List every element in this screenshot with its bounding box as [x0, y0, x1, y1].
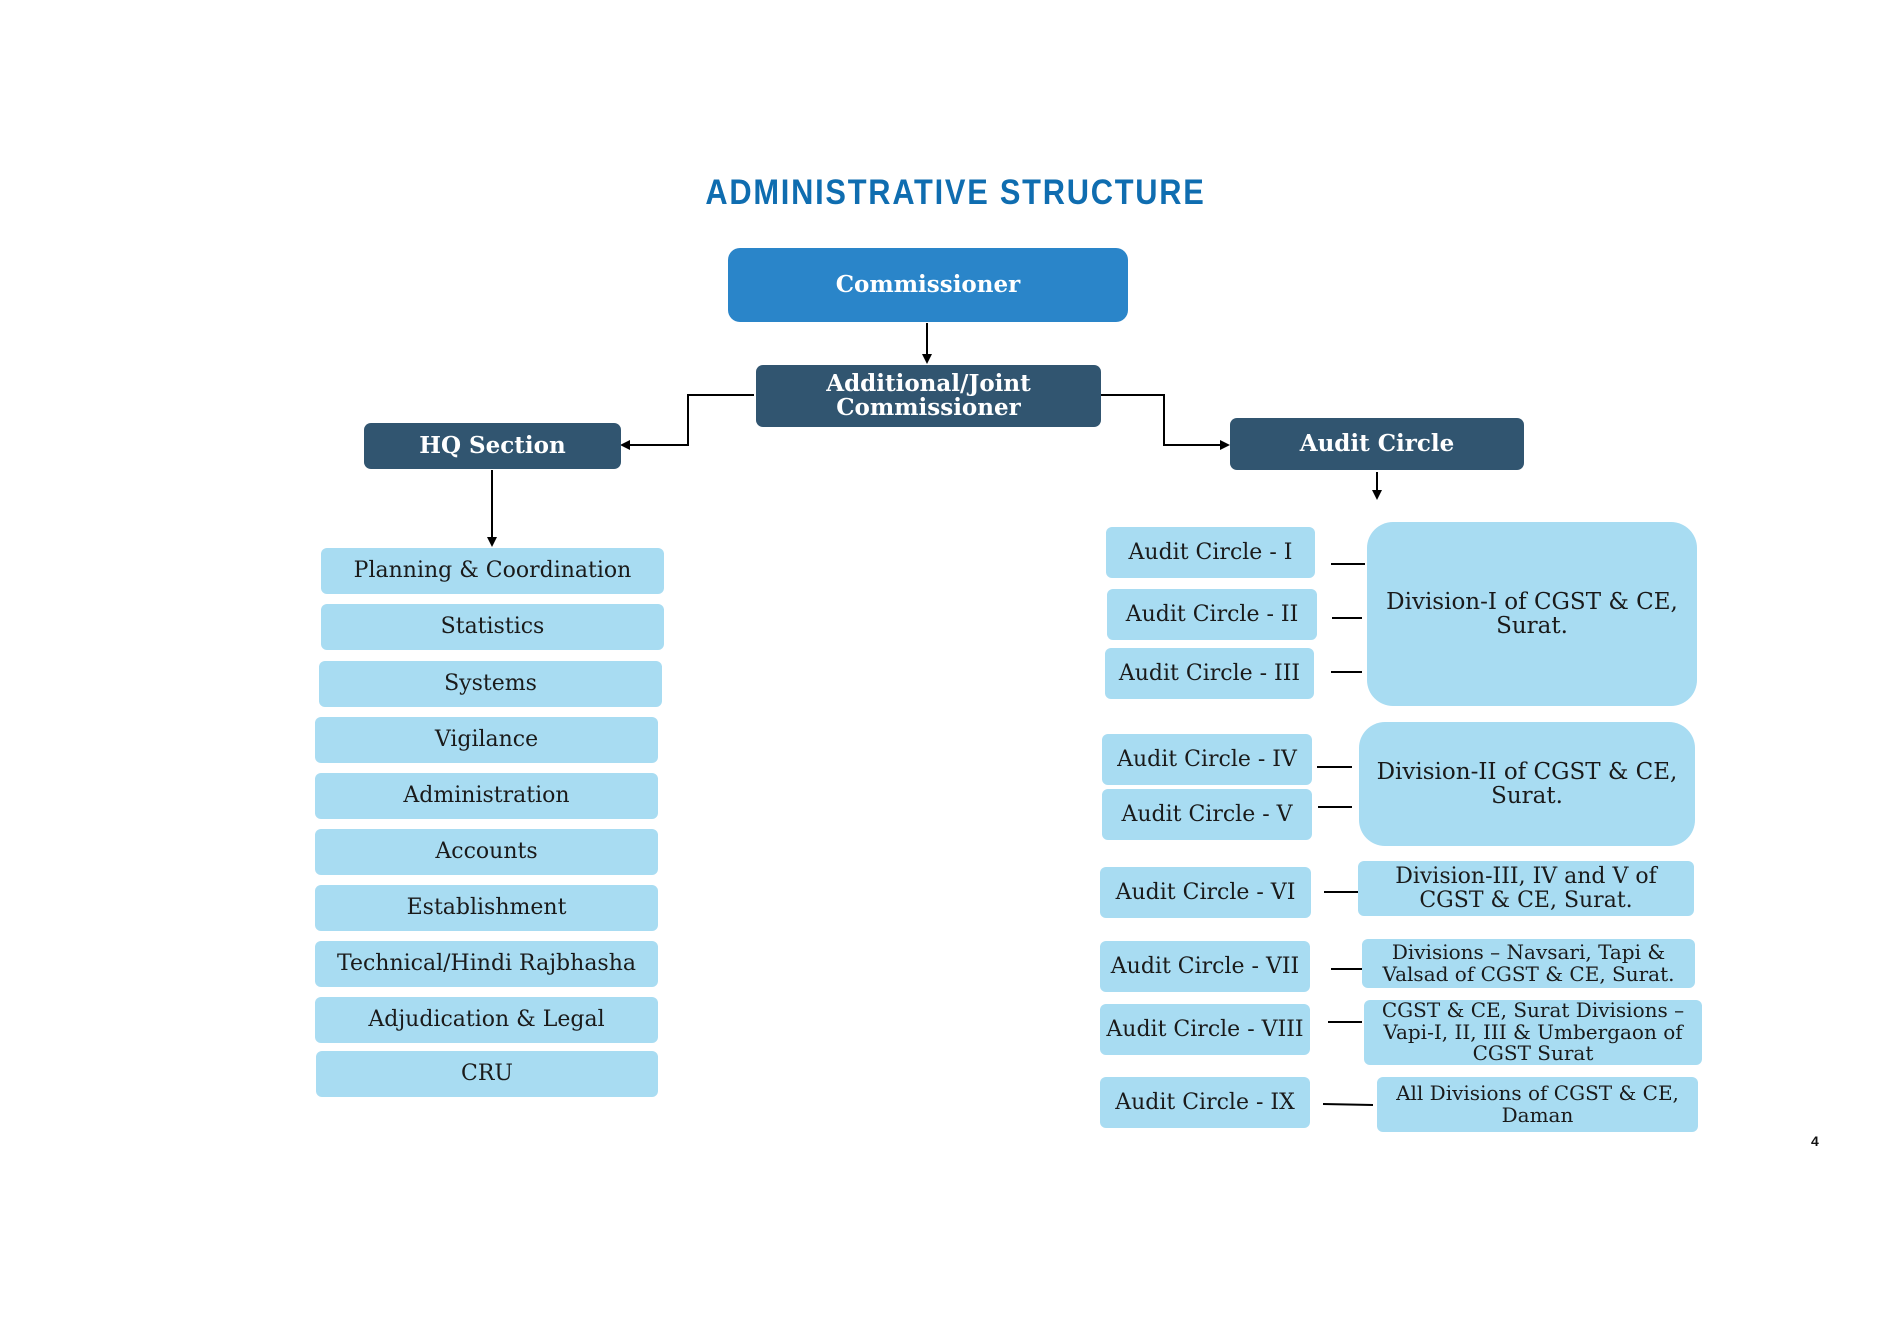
hq-item-vigilance: Vigilance	[315, 717, 658, 763]
audit-circle-head-box: Audit Circle	[1230, 418, 1524, 470]
commissioner-box: Commissioner	[728, 248, 1128, 322]
arrow-addl-to-audit	[1100, 394, 1230, 450]
audit-circle-8: Audit Circle - VIII	[1100, 1004, 1310, 1055]
hq-item-planning: Planning & Coordination	[321, 548, 664, 594]
hq-item-administration: Administration	[315, 773, 658, 819]
additional-joint-commissioner-box: Additional/Joint Commissioner	[756, 365, 1101, 427]
dash-9	[1322, 1103, 1374, 1106]
audit-circle-6: Audit Circle - VI	[1100, 867, 1311, 918]
navsari-tapi-valsad-box: Divisions – Navsari, Tapi & Valsad of CG…	[1362, 939, 1695, 988]
hq-item-statistics: Statistics	[321, 604, 664, 650]
vapi-umbergaon-box: CGST & CE, Surat Divisions – Vapi-I, II,…	[1364, 999, 1702, 1065]
audit-circle-3: Audit Circle - III	[1105, 648, 1314, 699]
daman-divisions-box: All Divisions of CGST & CE, Daman	[1377, 1077, 1698, 1132]
audit-circle-5: Audit Circle - V	[1102, 789, 1312, 840]
hq-item-accounts: Accounts	[315, 829, 658, 875]
hq-item-technical-hindi: Technical/Hindi Rajbhasha	[315, 941, 658, 987]
audit-circle-9: Audit Circle - IX	[1100, 1077, 1310, 1128]
hq-item-establishment: Establishment	[315, 885, 658, 931]
audit-circle-2: Audit Circle - II	[1107, 589, 1317, 640]
arrow-addl-to-hq	[620, 394, 754, 450]
hq-item-cru: CRU	[316, 1051, 658, 1097]
division-3-4-5-box: Division-III, IV and V of CGST & CE, Sur…	[1358, 861, 1694, 916]
hq-item-adjudication: Adjudication & Legal	[315, 997, 658, 1043]
division-2-box: Division-II of CGST & CE, Surat.	[1359, 722, 1695, 846]
page-title: ADMINISTRATIVE STRUCTURE	[705, 173, 1206, 212]
audit-circle-1: Audit Circle - I	[1106, 527, 1315, 578]
audit-circle-4: Audit Circle - IV	[1102, 734, 1312, 785]
audit-circle-7: Audit Circle - VII	[1100, 941, 1310, 992]
hq-section-box: HQ Section	[364, 423, 621, 469]
division-1-box: Division-I of CGST & CE, Surat.	[1367, 522, 1697, 706]
page-number: 4	[1811, 1133, 1819, 1149]
hq-item-systems: Systems	[319, 661, 662, 707]
